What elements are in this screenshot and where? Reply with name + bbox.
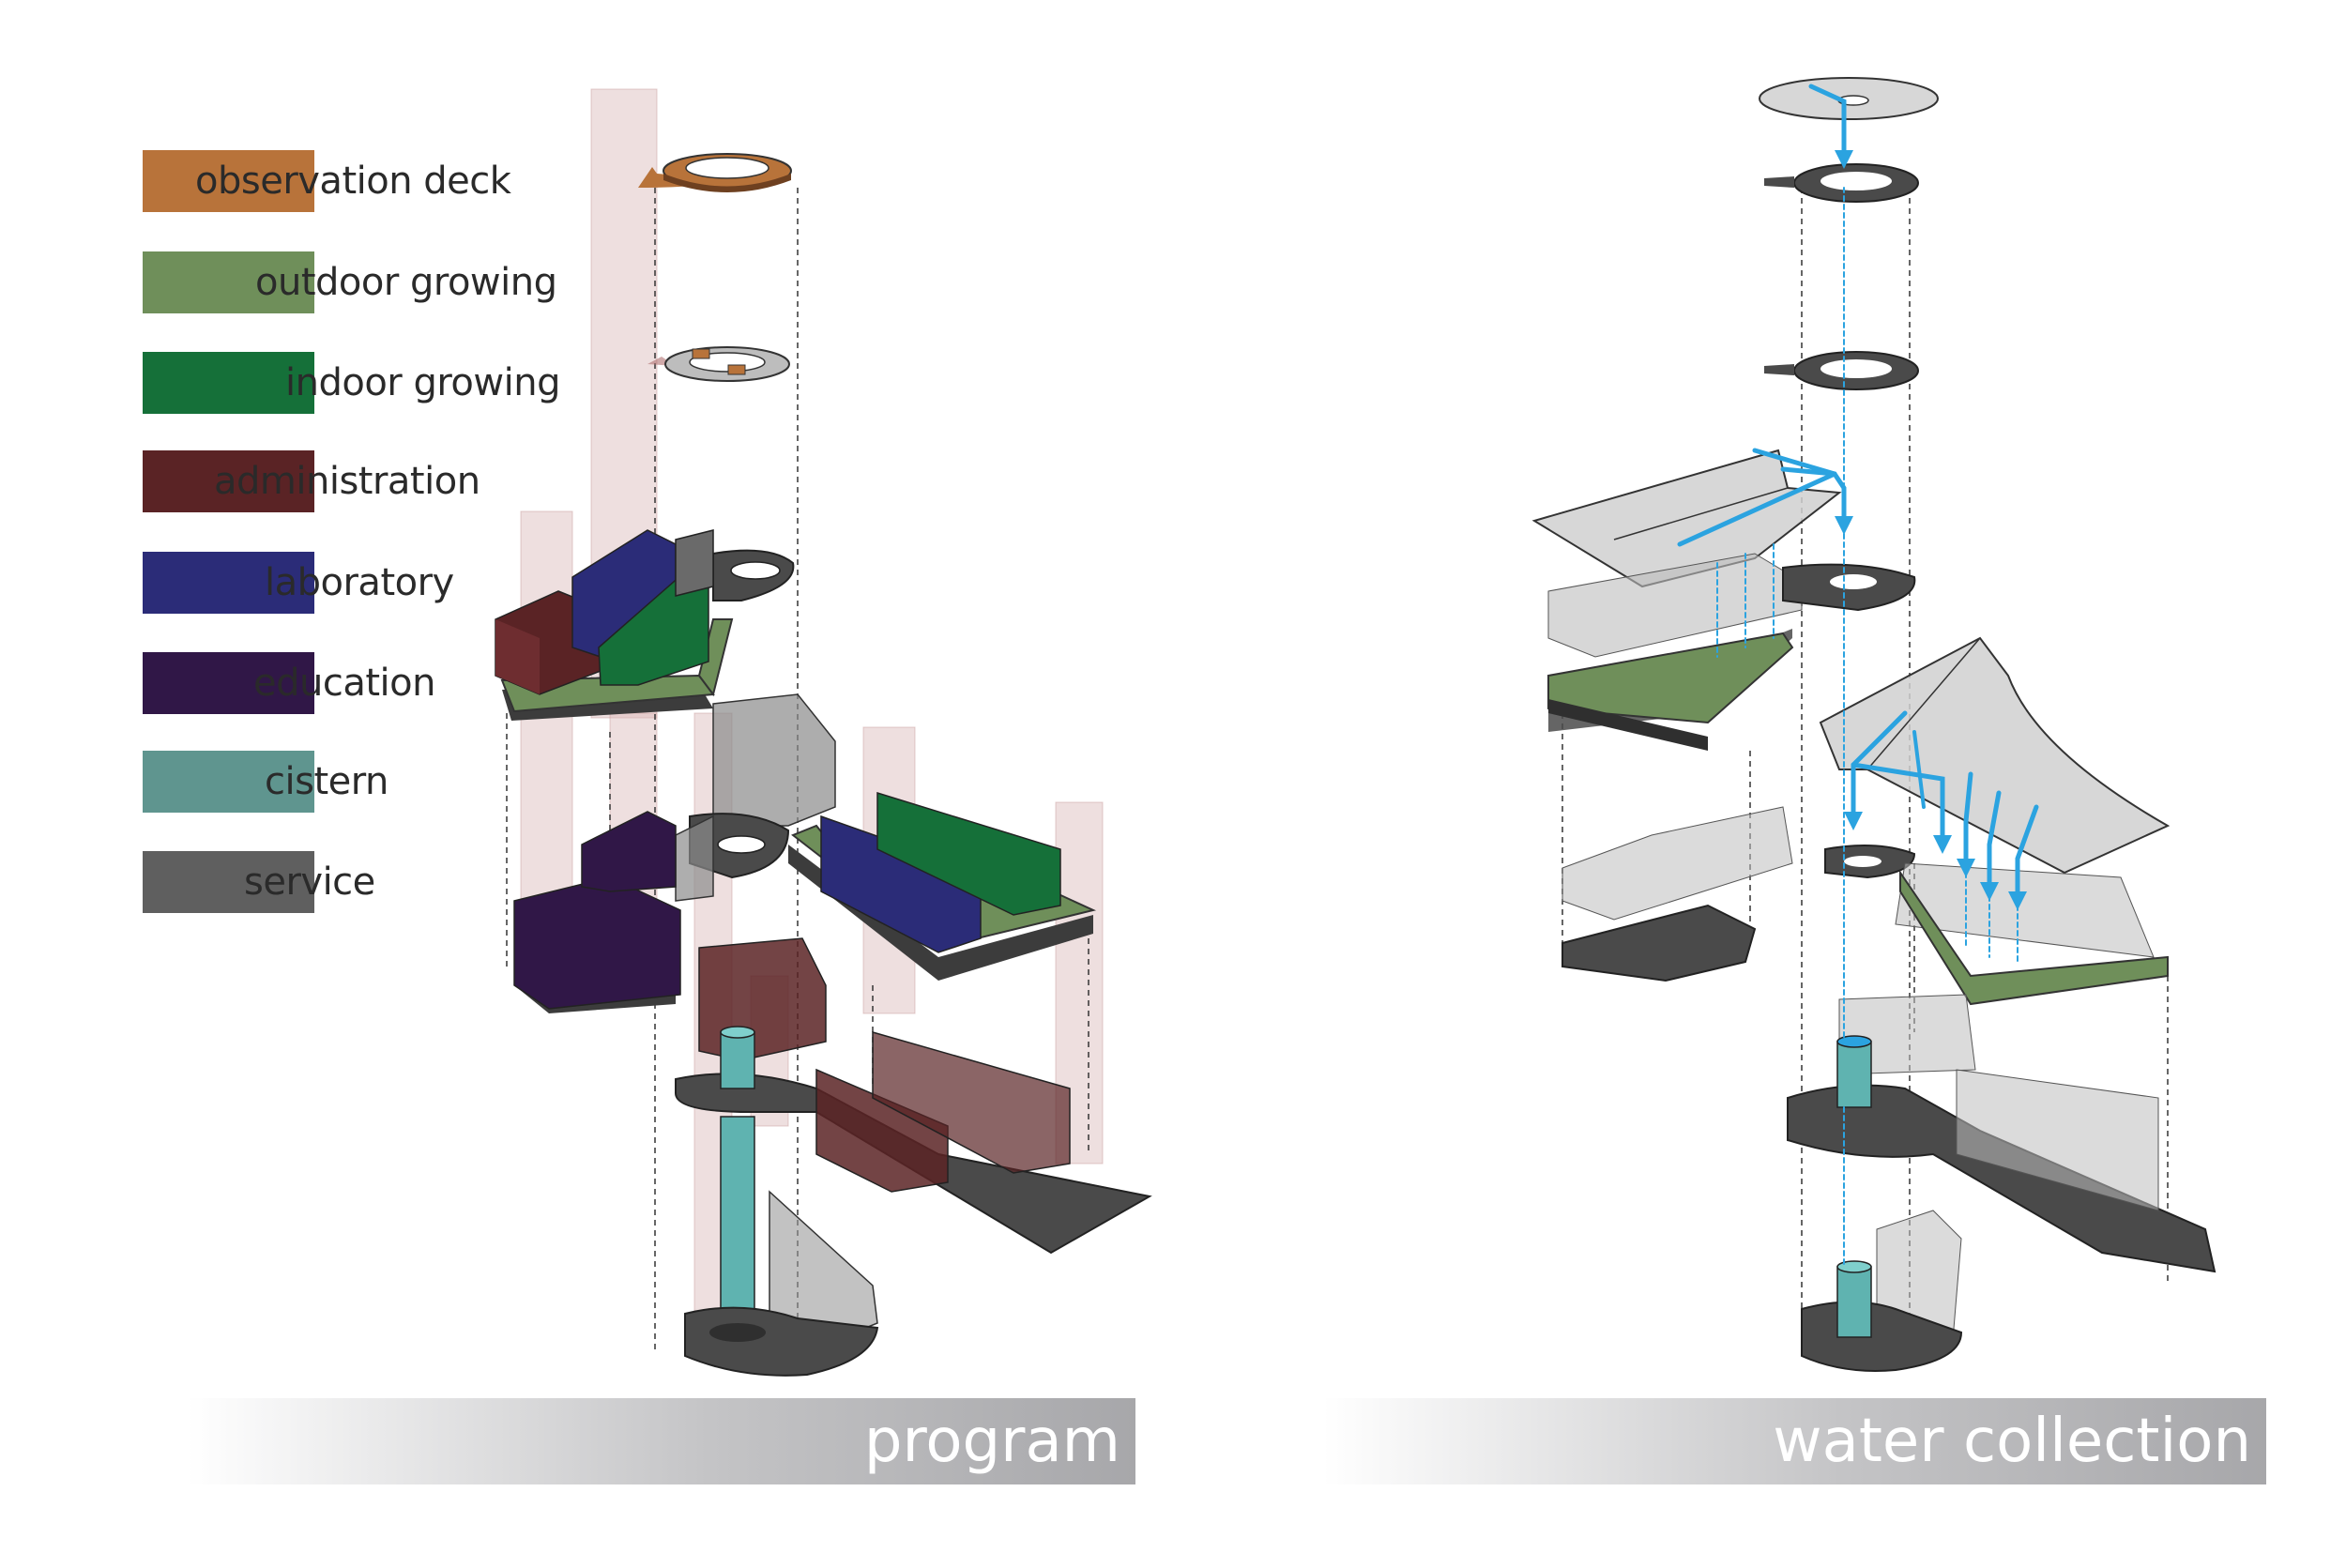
water-diagram [1531, 77, 2217, 1372]
right-wing-level [788, 791, 1097, 981]
program-diagram [495, 88, 1152, 1377]
water-collection-banner: water collection [1323, 1398, 2266, 1484]
legend-item-service: service [143, 851, 649, 913]
legend-swatch [143, 552, 314, 614]
legend-swatch [143, 150, 314, 212]
program-banner-bg [188, 1398, 1135, 1484]
ghost-column [1055, 801, 1104, 1165]
water-rings [1764, 163, 1919, 390]
legend-label: observation deck [195, 160, 511, 203]
legend-swatch [143, 251, 314, 313]
legend-label: laboratory [265, 561, 454, 604]
admin-level [675, 937, 1152, 1255]
legend-item-laboratory: laboratory [143, 552, 649, 614]
legend-item-indoor-growing: indoor growing [143, 352, 649, 414]
legend-label: indoor growing [285, 361, 560, 404]
education-level [513, 811, 681, 1013]
cistern-tower [684, 1026, 879, 1377]
collector-disc [1759, 77, 1939, 120]
legend-swatch [143, 652, 314, 714]
legend-swatch [143, 352, 314, 414]
legend-swatch [143, 851, 314, 913]
legend-swatch [143, 450, 314, 512]
legend-swatch [143, 751, 314, 813]
upper-program-level [495, 529, 795, 721]
upper-ring [647, 346, 790, 382]
ghost-column [520, 510, 573, 939]
water-level-middle [1561, 806, 2169, 1006]
legend-label: service [244, 860, 375, 904]
program-title: program [863, 1407, 1120, 1476]
water-level-lower [1787, 994, 2217, 1273]
legend-label: outdoor growing [255, 261, 557, 304]
observation-deck-ring [638, 153, 792, 192]
legend-label: administration [214, 460, 480, 503]
legend-label: cistern [265, 760, 388, 803]
program-banner: program [188, 1398, 1135, 1484]
water-banner-bg [1323, 1398, 2266, 1484]
water-level-upper [1547, 553, 1916, 751]
water-level-base [1801, 1210, 1963, 1372]
legend-item-cistern: cistern [143, 751, 649, 813]
legend-item-education: education [143, 652, 649, 714]
canopy-lower [1819, 636, 2171, 875]
legend-item-observation-deck: observation deck [143, 150, 649, 212]
legend-item-outdoor-growing: outdoor growing [143, 251, 649, 313]
water-flow-lines [1677, 84, 2039, 1268]
legend-label: education [253, 662, 435, 705]
legend-item-administration: administration [143, 450, 649, 512]
service-core [675, 693, 836, 902]
water-collection-title: water collection [1773, 1407, 2251, 1476]
